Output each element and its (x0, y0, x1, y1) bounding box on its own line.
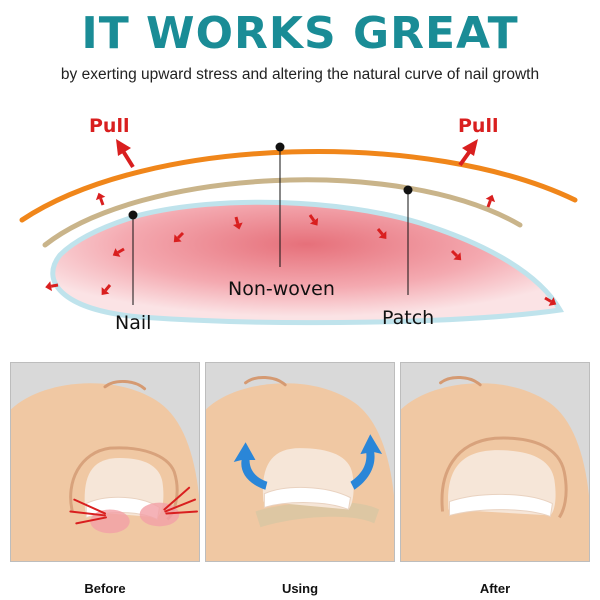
pull-label-right: Pull (458, 115, 498, 137)
toe-wrinkle (244, 376, 287, 387)
inflammation-left (90, 509, 130, 534)
subtitle: by exerting upward stress and altering t… (60, 66, 540, 83)
nonwoven-marker (275, 142, 285, 152)
patch-layer (42, 177, 523, 248)
panel-before (10, 362, 200, 562)
toe-wrinkle (103, 379, 147, 391)
force-arrows (45, 192, 557, 306)
caption-using: Using (281, 581, 319, 596)
lift-arrow-left (233, 442, 268, 490)
label-patch: Patch (382, 307, 434, 329)
inflammation-right (139, 502, 180, 527)
caption-after: After (479, 581, 511, 596)
caption-before: Before (84, 581, 126, 596)
nail-diagram: Pull Pull Non-woven Nail Patch (19, 115, 578, 334)
pain-lines-right (163, 486, 199, 515)
pull-label-left: Pull (89, 115, 129, 137)
label-nonwoven: Non-woven (228, 278, 335, 300)
nail-fold (440, 436, 568, 519)
panel-using (205, 362, 395, 562)
label-nail: Nail (115, 312, 151, 334)
nail-tip (263, 486, 352, 511)
nail-marker (128, 210, 138, 220)
pull-arrow-right (458, 139, 478, 167)
lift-arrow-right (350, 434, 383, 490)
nail-bed-shape (50, 199, 564, 326)
pull-arrow-left (116, 139, 135, 169)
pain-lines-left (69, 498, 107, 525)
headline: IT WORKS GREAT (81, 8, 519, 59)
panel-after (400, 362, 590, 562)
patch-marker (403, 185, 413, 195)
toe-wrinkle (439, 376, 482, 387)
nail-tip (448, 493, 553, 518)
nonwoven-layer (19, 149, 578, 223)
